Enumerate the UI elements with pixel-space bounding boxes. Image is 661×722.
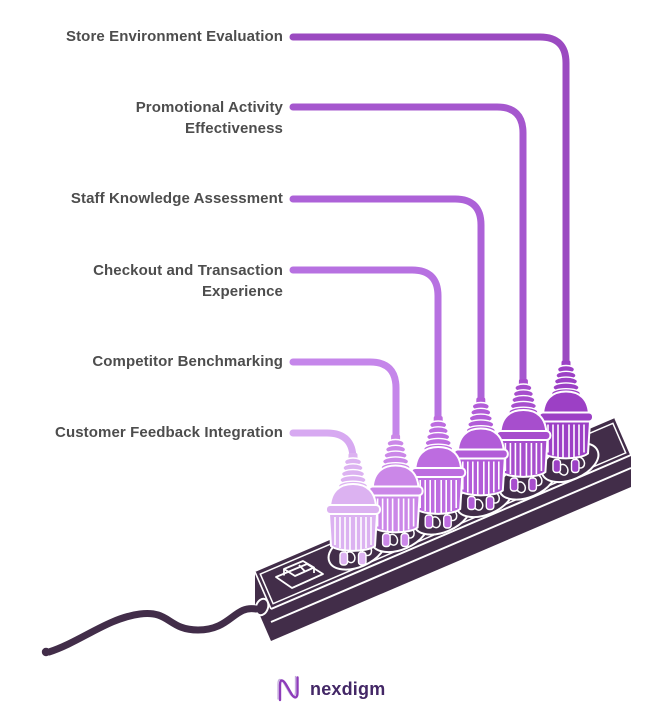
connector-line-competitor (289, 358, 400, 446)
connector-line-checkout (289, 266, 442, 428)
brand-logo: nexdigm (276, 674, 385, 704)
power-switch (275, 560, 324, 589)
strip-front-stripe (270, 467, 632, 623)
connector-line-promotional (289, 103, 527, 391)
nexdigm-n-icon (277, 675, 299, 702)
label-staff-knowledge-assessment: Staff Knowledge Assessment (70, 190, 283, 207)
power-cord (41, 597, 270, 657)
connector-line-store-environment (289, 33, 570, 372)
label-promotional-activity-effectiveness: Promotional Activity Effectiveness (135, 99, 283, 137)
label-checkout-transaction-experience: Checkout and Transaction Experience (93, 262, 283, 300)
connector-line-customer-feedback (289, 429, 357, 466)
plug-1 (325, 452, 381, 566)
label-competitor-benchmarking: Competitor Benchmarking (92, 353, 283, 370)
brand-name: nexdigm (310, 678, 386, 699)
connector-line-staff-knowledge (289, 195, 485, 409)
label-customer-feedback-integration: Customer Feedback Integration (55, 424, 283, 441)
cord-grommet (254, 597, 270, 617)
connector-lines (289, 33, 570, 466)
strip-right-edge (614, 417, 632, 456)
cord-tip (41, 647, 51, 657)
label-store-environment-evaluation: Store Environment Evaluation (65, 28, 283, 45)
